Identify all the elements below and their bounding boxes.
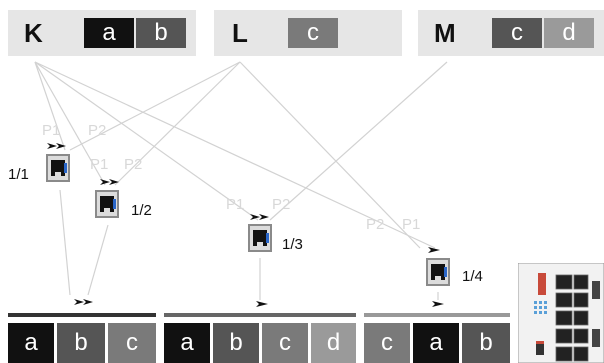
port-1-1-p-left: P1 <box>42 122 61 139</box>
switch-m-cell-c: c <box>492 18 542 48</box>
switch-k-cell-b: b <box>136 18 186 48</box>
rj45-port-icon[interactable] <box>95 190 119 218</box>
group-2-bar <box>164 313 356 317</box>
double-arrow-icon <box>47 143 66 149</box>
port-1-4-label: 1/4 <box>462 268 483 285</box>
port-1-1-label: 1/1 <box>8 166 29 183</box>
port-1-3-p-right: P2 <box>272 196 291 213</box>
switch-device-icon <box>518 263 604 363</box>
rj45-port-icon[interactable] <box>248 224 272 252</box>
port-1-3-p-left: P1 <box>226 196 245 213</box>
switch-m-cell-d: d <box>544 18 594 48</box>
port-1-4-p-right: P1 <box>402 216 421 233</box>
group-3-cell-a: a <box>413 323 459 363</box>
group-2-cell-c: c <box>262 323 308 363</box>
port-1-4-p-left: P2 <box>366 216 385 233</box>
switch-k-label: K <box>24 18 43 48</box>
port-1-2-label: 1/2 <box>131 202 152 219</box>
group-1-cell-b: b <box>57 323 105 363</box>
port-1-2-p-right: P2 <box>124 156 143 173</box>
group-1-cell-c: c <box>108 323 156 363</box>
group-1-bar <box>8 313 156 317</box>
switch-k-cell-a: a <box>84 18 134 48</box>
group-2-cell-a: a <box>164 323 210 363</box>
group-3-cell-c: c <box>364 323 410 363</box>
group-1-cell-a: a <box>8 323 54 363</box>
group-2-cell-d: d <box>311 323 356 363</box>
port-1-2-p-left: P1 <box>90 156 109 173</box>
switch-m-label: M <box>434 18 456 48</box>
group-3-cell-b: b <box>462 323 510 363</box>
rj45-port-icon[interactable] <box>426 258 450 286</box>
double-arrow-icon <box>250 214 269 220</box>
port-1-3-label: 1/3 <box>282 236 303 253</box>
double-arrow-icon <box>100 179 119 185</box>
double-arrow-icon <box>74 299 93 305</box>
switch-l-label: L <box>232 18 248 48</box>
group-2-cell-b: b <box>213 323 259 363</box>
group-3-bar <box>364 313 510 317</box>
rj45-port-icon[interactable] <box>46 154 70 182</box>
switch-l-cell-c: c <box>288 18 338 48</box>
single-arrow-icon <box>428 247 440 253</box>
single-arrow-icon <box>256 301 268 307</box>
port-1-1-p-right: P2 <box>88 122 107 139</box>
single-arrow-icon <box>432 301 444 307</box>
